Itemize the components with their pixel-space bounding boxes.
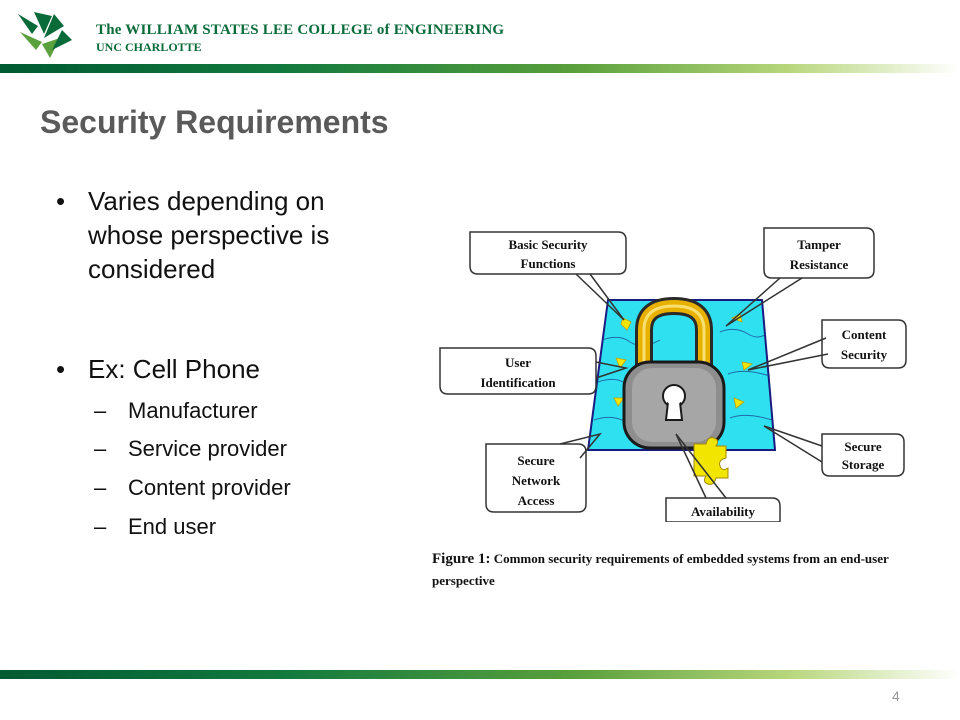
callout-secure-network [485, 443, 587, 513]
label-tamper: Tamper [797, 237, 841, 252]
label-availability: Availability [691, 504, 756, 519]
label-user-id-2: Identification [480, 375, 556, 390]
slide-header: The WILLIAM STATES LEE COLLEGE of ENGINE… [0, 0, 960, 73]
label-basic-security: Basic Security [508, 237, 588, 252]
label-secure-network: Secure [517, 453, 555, 468]
sub-bullet-text: Service provider [128, 436, 287, 461]
callout-tamper-resistance [763, 227, 875, 279]
callout-secure-storage [821, 433, 905, 477]
page-number: 4 [892, 688, 900, 704]
institution-name: The WILLIAM STATES LEE COLLEGE of ENGINE… [96, 22, 505, 38]
college-logo-icon [18, 12, 72, 58]
label-secure-storage-2: Storage [842, 457, 885, 472]
callout-availability [665, 497, 781, 522]
dash-marker: – [94, 514, 107, 539]
callout-content-security [821, 319, 907, 369]
burst-highlights [613, 307, 753, 409]
institution-subname: UNC CHARLOTTE [96, 40, 202, 54]
dash-marker: – [94, 436, 107, 461]
callout-user-identification [439, 347, 597, 395]
label-secure-storage: Secure [844, 439, 882, 454]
bullet-marker: • [56, 186, 66, 216]
label-content-security-2: Security [841, 347, 888, 362]
sub-bullet-text: End user [128, 514, 217, 539]
sub-bullet-text: Manufacturer [128, 398, 258, 423]
dash-marker: – [94, 475, 107, 500]
label-tamper-2: Resistance [790, 257, 849, 272]
callout-pointers [559, 273, 829, 499]
figure-caption: Figure 1: Common security requirements o… [432, 548, 932, 592]
sub-bullet-text: Content provider [128, 475, 291, 500]
header-divider [0, 64, 960, 73]
label-secure-network-2: Network [512, 473, 561, 488]
label-content-security: Content [842, 327, 887, 342]
label-secure-network-3: Access [518, 493, 555, 508]
figure-caption-label: Figure 1: [432, 551, 491, 567]
bullet-text: Varies depending on whose perspective is… [88, 186, 330, 284]
label-user-id: User [505, 355, 531, 370]
puzzle-piece-icon [693, 437, 729, 485]
slide-title: Security Requirements [40, 104, 389, 140]
callout-basic-security [469, 231, 627, 275]
label-basic-security-2: Functions [521, 256, 576, 271]
dash-marker: – [94, 398, 107, 423]
footer-divider [0, 670, 960, 679]
bullet-marker: • [56, 354, 66, 384]
bullet-text: Ex: Cell Phone [88, 354, 260, 384]
security-requirements-figure: Basic Security Functions Tamper Resistan… [439, 227, 907, 522]
figure-caption-text: Common security requirements of embedded… [432, 551, 889, 588]
